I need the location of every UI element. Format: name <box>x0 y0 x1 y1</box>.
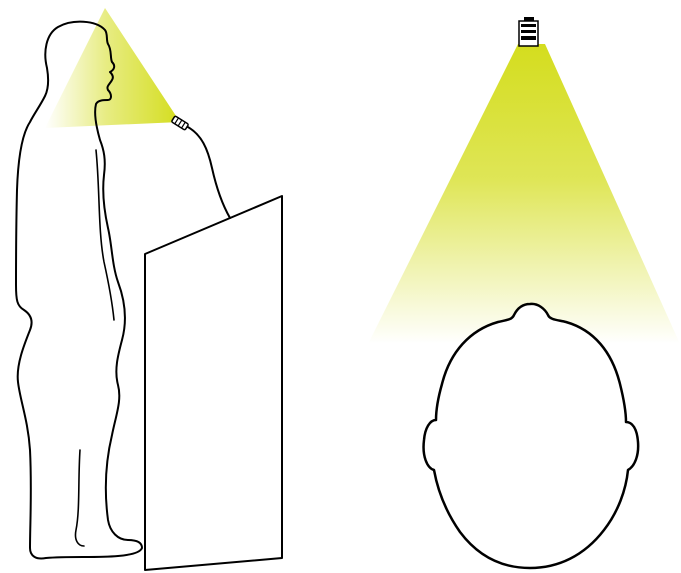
person-silhouette <box>15 20 143 560</box>
ceiling-microphone <box>518 17 539 47</box>
lectern <box>144 195 283 571</box>
left-pickup-cone <box>45 8 180 128</box>
mic-gooseneck <box>185 125 231 219</box>
right-pickup-cone <box>368 44 680 344</box>
left-panel <box>15 8 283 571</box>
right-panel <box>368 17 680 570</box>
head-outline <box>422 302 640 570</box>
person-leg-line <box>74 449 85 547</box>
person-arm-line <box>95 149 115 321</box>
microphone <box>171 115 189 131</box>
